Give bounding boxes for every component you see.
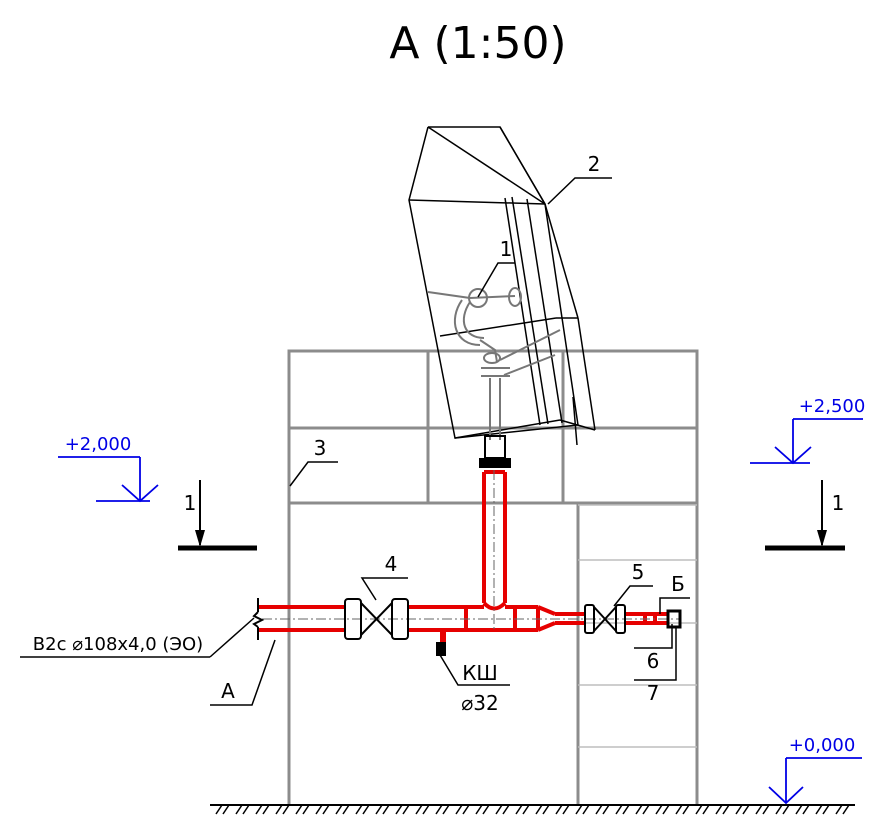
leader-lines bbox=[20, 177, 690, 706]
end-plug bbox=[666, 609, 682, 629]
building-frame bbox=[287, 349, 699, 805]
callout-B: Б bbox=[671, 572, 685, 596]
monitor-cabinet bbox=[408, 126, 596, 446]
section-mark-right: 1 bbox=[765, 480, 845, 551]
pipe-centerline bbox=[262, 470, 680, 630]
section-mark-left: 1 bbox=[178, 480, 257, 551]
level-mark-right: +2,500 bbox=[750, 396, 866, 465]
callout-3: 3 bbox=[314, 436, 327, 460]
callout-6: 6 bbox=[647, 649, 660, 673]
callout-1: 1 bbox=[500, 237, 513, 261]
level-label-left: +2,000 bbox=[65, 434, 132, 455]
callout-7: 7 bbox=[647, 681, 660, 705]
gate-valve-5 bbox=[584, 604, 626, 634]
pipe-spec-label: В2с ⌀108х4,0 (ЭО) bbox=[33, 634, 203, 655]
level-label-right: +2,500 bbox=[799, 396, 866, 417]
callout-4: 4 bbox=[385, 552, 398, 576]
level-label-ground: +0,000 bbox=[789, 735, 856, 756]
pipe-network bbox=[258, 470, 668, 632]
pipe-break bbox=[252, 598, 265, 640]
callout-5: 5 bbox=[632, 560, 645, 584]
ground-hatching bbox=[215, 804, 850, 815]
section-label-right: 1 bbox=[832, 491, 845, 515]
drain-valve bbox=[436, 630, 446, 656]
callout-A: А bbox=[221, 679, 235, 703]
gate-valve-4 bbox=[344, 598, 409, 640]
riser-coupling bbox=[479, 435, 511, 468]
drain-diameter: ⌀32 bbox=[461, 691, 499, 715]
view-title: А (1:50) bbox=[389, 18, 566, 69]
level-mark-left: +2,000 bbox=[58, 434, 159, 503]
level-mark-ground: +0,000 bbox=[768, 735, 862, 805]
section-label-left: 1 bbox=[184, 491, 197, 515]
drain-label: КШ bbox=[462, 661, 498, 685]
callout-2: 2 bbox=[588, 152, 601, 176]
fire-monitor bbox=[427, 287, 561, 440]
